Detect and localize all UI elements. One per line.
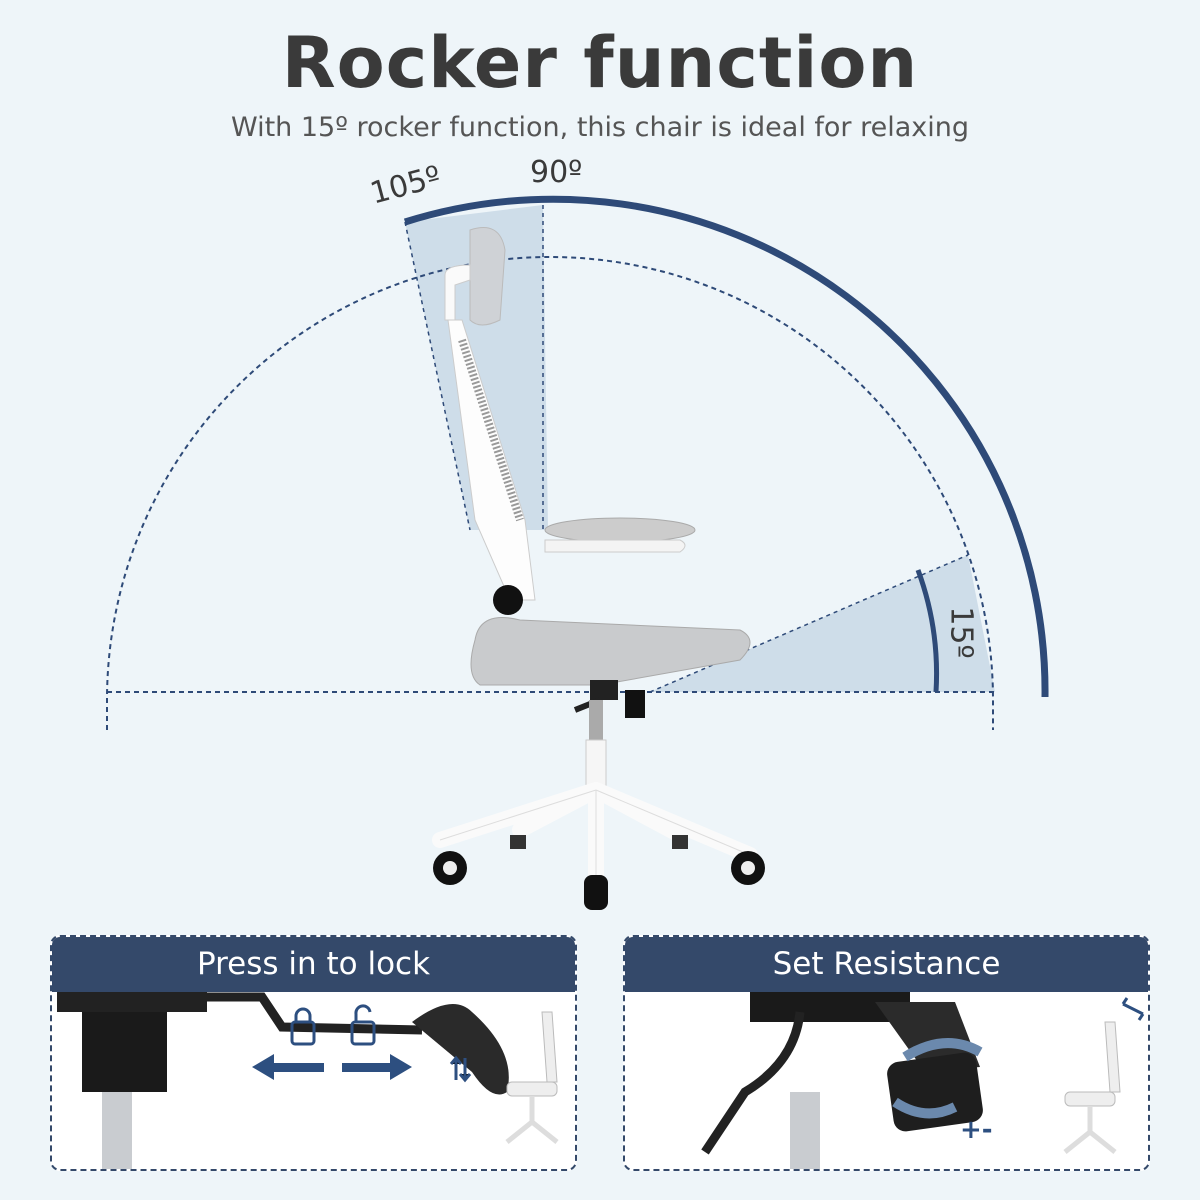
panel-title: Press in to lock: [52, 937, 575, 992]
chair-thumbnail: [505, 1011, 559, 1144]
outer-arc: [403, 195, 1049, 698]
arrow-left-icon: [252, 1054, 324, 1080]
office-chair-image: [432, 227, 765, 910]
angle-label-15: 15º: [943, 606, 979, 659]
rocker-dashed: [649, 554, 969, 693]
page-title: Rocker function: [281, 22, 919, 104]
dashed-arc: [106, 256, 994, 730]
arrow-right-icon: [342, 1054, 412, 1080]
angle-label-90: 90º: [530, 155, 583, 190]
panel-title: Set Resistance: [625, 937, 1148, 992]
plus-minus-symbol: +-: [960, 1115, 993, 1145]
page-subtitle: With 15º rocker function, this chair is …: [230, 112, 970, 143]
rotate-arrows-icon: [892, 1038, 983, 1119]
unlock-icon: [350, 1004, 376, 1046]
resistance-knob-image: [701, 992, 1145, 1169]
rocker-arc: [915, 569, 940, 693]
press-to-lock-panel: Press in to lock: [50, 935, 577, 1171]
lock-lever-image: [57, 992, 559, 1169]
chair-thumbnail: [1063, 1021, 1121, 1154]
diagonal-arrow-icon: [1121, 997, 1145, 1021]
rocker-diagram: [106, 195, 1049, 910]
lock-icon: [290, 1007, 316, 1046]
up-down-arrows-icon: [449, 1055, 472, 1083]
set-resistance-panel: Set Resistance +-: [623, 935, 1150, 1171]
